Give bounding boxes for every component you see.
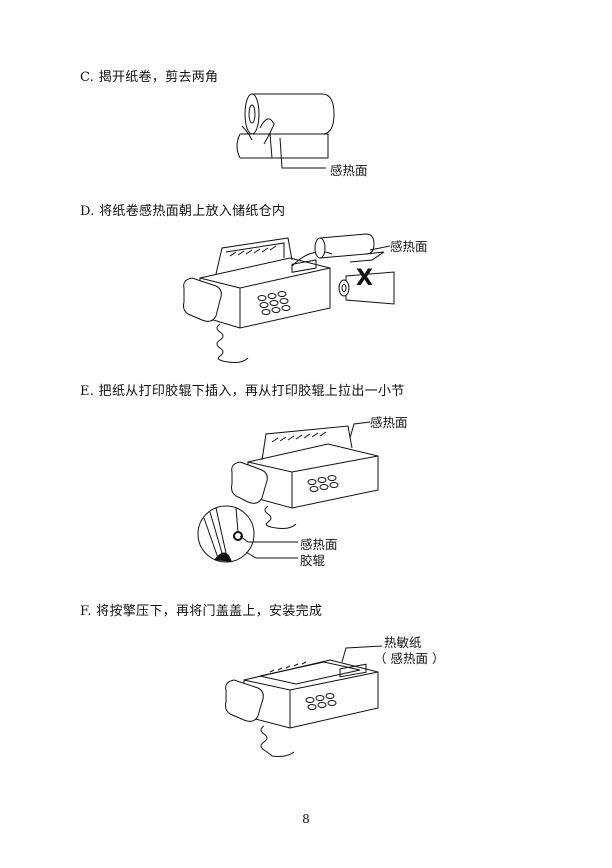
paper-roll-correct-orientation	[310, 230, 390, 270]
step-c-instruction: C. 揭开纸卷，剪去两角	[80, 70, 219, 85]
paper-roll-illustration	[230, 86, 350, 176]
callout-line-e-top	[350, 420, 372, 440]
label-roller: 胶辊	[300, 553, 326, 568]
label-thermal-paper: 热敏纸	[384, 635, 422, 650]
step-e-instruction: E. 把纸从打印胶辊下插入，再从打印胶辊上拉出一小节	[80, 384, 405, 399]
callout-lines-e-side	[240, 536, 300, 566]
label-heat-sensitive-e-top: 感热面	[370, 415, 408, 430]
callout-line-c	[280, 138, 326, 168]
page-number: 8	[302, 812, 310, 826]
label-heat-sensitive-e-side: 感热面	[300, 537, 338, 552]
label-heat-sensitive-c: 感热面	[330, 163, 368, 178]
callout-line-d	[370, 244, 392, 252]
label-thermal-paper-side: （ 感热面 ）	[374, 651, 445, 666]
step-f-instruction: F. 将按擎压下，再将门盖盖上，安装完成	[80, 604, 323, 619]
step-d-instruction: D. 将纸卷感热面朝上放入储纸仓内	[80, 204, 286, 219]
callout-line-f	[340, 644, 384, 664]
fax-machine-load-roll-illustration	[180, 228, 400, 358]
fax-machine-closed-illustration	[220, 650, 390, 760]
wrong-orientation-mark: X	[356, 266, 373, 291]
label-heat-sensitive-d: 感热面	[390, 239, 428, 254]
roller-detail-circle	[196, 504, 256, 564]
paper-roll-wrong-orientation	[334, 264, 404, 310]
fax-machine-insert-paper-illustration	[228, 420, 388, 530]
